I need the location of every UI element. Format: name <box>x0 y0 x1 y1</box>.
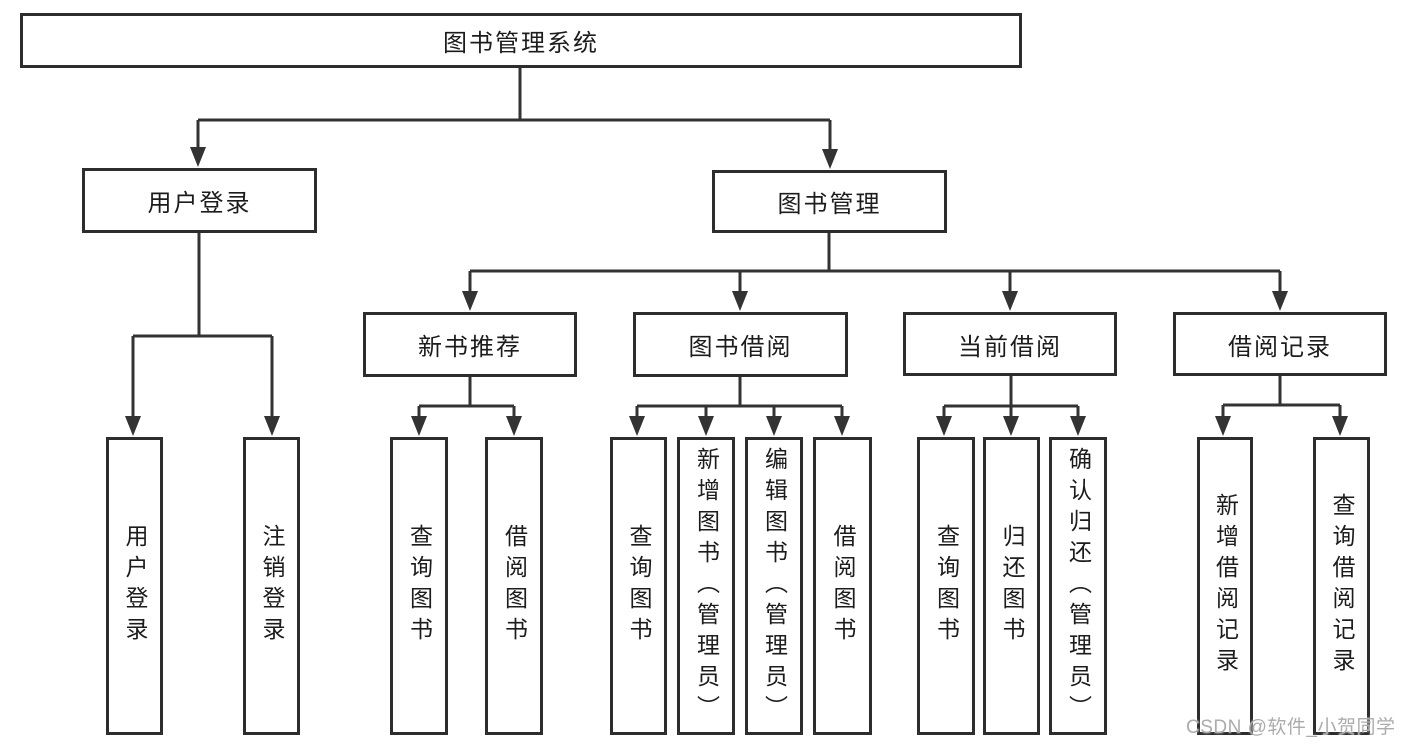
leaf-logout: 注销登录 <box>243 437 300 735</box>
node-new-book-recommend: 新书推荐 <box>363 312 577 377</box>
leaf-label: 查询图书 <box>626 524 652 648</box>
node-current-borrow: 当前借阅 <box>903 312 1117 376</box>
leaf-label: 归还图书 <box>999 524 1025 648</box>
node-label: 图书借阅 <box>688 334 793 361</box>
node-library-management-system: 图书管理系统 <box>20 13 1022 68</box>
leaf-borrow-books-recommend: 借阅图书 <box>485 437 543 735</box>
leaf-query-books-recommend: 查询图书 <box>390 437 448 735</box>
leaf-label: 确认归还（管理员） <box>1065 446 1092 726</box>
leaf-label: 编辑图书（管理员） <box>761 446 788 726</box>
node-label: 当前借阅 <box>958 333 1062 361</box>
node-label: 图书管理 <box>777 191 882 218</box>
leaf-borrow-books: 借阅图书 <box>813 437 872 735</box>
node-label: 用户登录 <box>147 190 252 217</box>
leaf-add-books-admin: 新增图书（管理员） <box>677 437 735 735</box>
node-borrow-records: 借阅记录 <box>1173 312 1387 376</box>
leaf-query-borrow-record: 查询借阅记录 <box>1313 437 1370 735</box>
leaf-return-books: 归还图书 <box>983 437 1040 735</box>
leaf-query-books-current: 查询图书 <box>917 437 975 735</box>
node-book-borrow: 图书借阅 <box>633 312 848 377</box>
node-label: 图书管理系统 <box>443 30 599 57</box>
leaf-label: 借阅图书 <box>830 524 856 648</box>
leaf-label: 查询图书 <box>406 524 433 648</box>
leaf-label: 新增借阅记录 <box>1212 493 1239 679</box>
node-label: 借阅记录 <box>1228 333 1332 361</box>
leaf-label: 查询借阅记录 <box>1329 493 1355 679</box>
csdn-watermark: CSDN @软件_小贺同学 <box>1186 717 1396 738</box>
leaf-edit-books-admin: 编辑图书（管理员） <box>745 437 803 735</box>
leaf-label: 用户登录 <box>122 524 148 648</box>
node-user-login: 用户登录 <box>82 168 317 233</box>
leaf-label: 新增图书（管理员） <box>693 446 720 726</box>
leaf-query-books-borrow: 查询图书 <box>610 437 667 735</box>
leaf-label: 注销登录 <box>259 524 285 648</box>
leaf-label: 查询图书 <box>933 524 960 648</box>
node-book-management: 图书管理 <box>712 170 947 233</box>
node-label: 新书推荐 <box>418 334 522 361</box>
leaf-user-login: 用户登录 <box>106 437 163 735</box>
leaf-add-borrow-record: 新增借阅记录 <box>1197 437 1253 735</box>
leaf-label: 借阅图书 <box>501 524 528 648</box>
leaf-confirm-return-admin: 确认归还（管理员） <box>1049 437 1107 735</box>
